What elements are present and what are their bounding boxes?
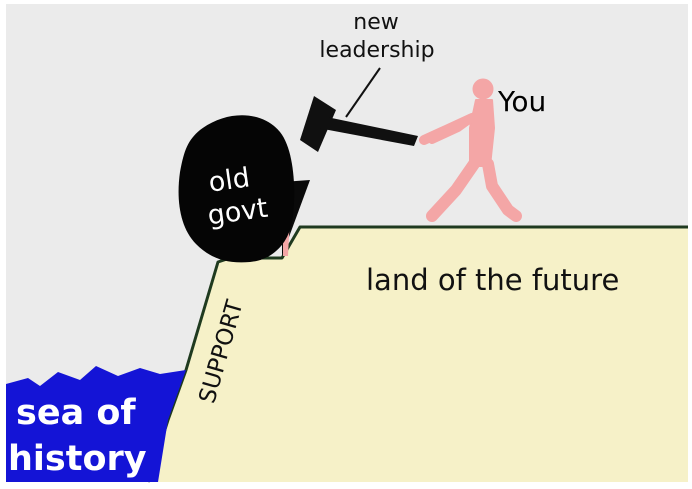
old-govt-label-line2: govt [205, 192, 270, 232]
boulder-icon [178, 115, 295, 263]
land-of-the-future-label: land of the future [366, 263, 620, 297]
you-label: You [498, 85, 547, 118]
walking-person-icon [419, 78, 522, 222]
land-cliff [148, 227, 688, 482]
sea-shape [6, 366, 186, 482]
new-leadership-label-line2: leadership [319, 38, 435, 63]
sea-of-history-label-line1: sea of [16, 393, 136, 433]
old-govt-label-line1: old [206, 162, 252, 199]
new-leadership-label-line1: new [353, 10, 399, 35]
sea-of-history-label-line2: history [8, 439, 147, 479]
sledgehammer-icon [300, 96, 418, 152]
leadership-pointer-line [345, 67, 381, 118]
